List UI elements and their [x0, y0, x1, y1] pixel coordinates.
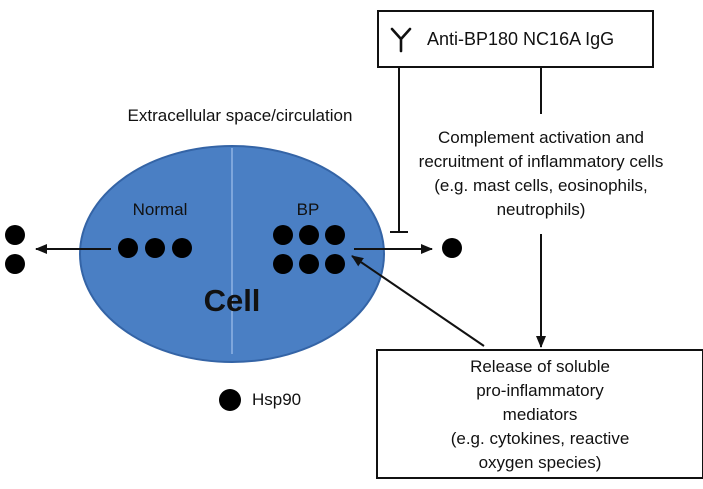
hsp90-dot	[299, 225, 319, 245]
complement-line: neutrophils)	[496, 200, 586, 219]
cell-bp-label: BP	[296, 200, 320, 219]
complement-line: Complement activation and	[437, 128, 644, 147]
mediators-line: pro-inflammatory	[476, 381, 604, 400]
antibody-y-icon	[390, 27, 412, 53]
released-hsp90-right	[442, 238, 462, 258]
complement-text: Complement activation and recruitment of…	[400, 126, 682, 222]
mediators-line: (e.g. cytokines, reactive	[450, 429, 630, 448]
mediators-box: Release of soluble pro-inflammatory medi…	[376, 349, 703, 479]
mediators-text: Release of soluble pro-inflammatory medi…	[378, 355, 702, 475]
hsp90-dot-icon	[219, 389, 241, 411]
mediators-line: mediators	[502, 405, 578, 424]
bp-hsp90-dots	[273, 225, 345, 274]
hsp90-dot	[5, 225, 25, 245]
hsp90-dot	[273, 254, 293, 274]
hsp90-dot	[273, 225, 293, 245]
complement-line: (e.g. mast cells, eosinophils,	[434, 176, 648, 195]
hsp90-dot	[325, 254, 345, 274]
normal-hsp90-dots	[118, 238, 192, 258]
hsp90-dot	[118, 238, 138, 258]
hsp90-dot	[145, 238, 165, 258]
antibody-label: Anti-BP180 NC16A IgG	[427, 29, 615, 49]
released-hsp90-left	[5, 225, 25, 274]
legend-label: Hsp90	[252, 390, 302, 409]
antibody-box: Anti-BP180 NC16A IgG	[377, 10, 654, 68]
mediators-line: Release of soluble	[470, 357, 610, 376]
mediators-line: oxygen species)	[478, 453, 602, 472]
extracellular-label: Extracellular space/circulation	[127, 106, 353, 125]
mediators-to-bp-arrow	[351, 255, 485, 347]
complement-line: recruitment of inflammatory cells	[418, 152, 664, 171]
hsp90-dot	[299, 254, 319, 274]
hsp90-dot	[325, 225, 345, 245]
cell-label: Cell	[203, 283, 261, 318]
hsp90-dot	[172, 238, 192, 258]
cell-normal-label: Normal	[132, 200, 188, 219]
hsp90-dot	[5, 254, 25, 274]
